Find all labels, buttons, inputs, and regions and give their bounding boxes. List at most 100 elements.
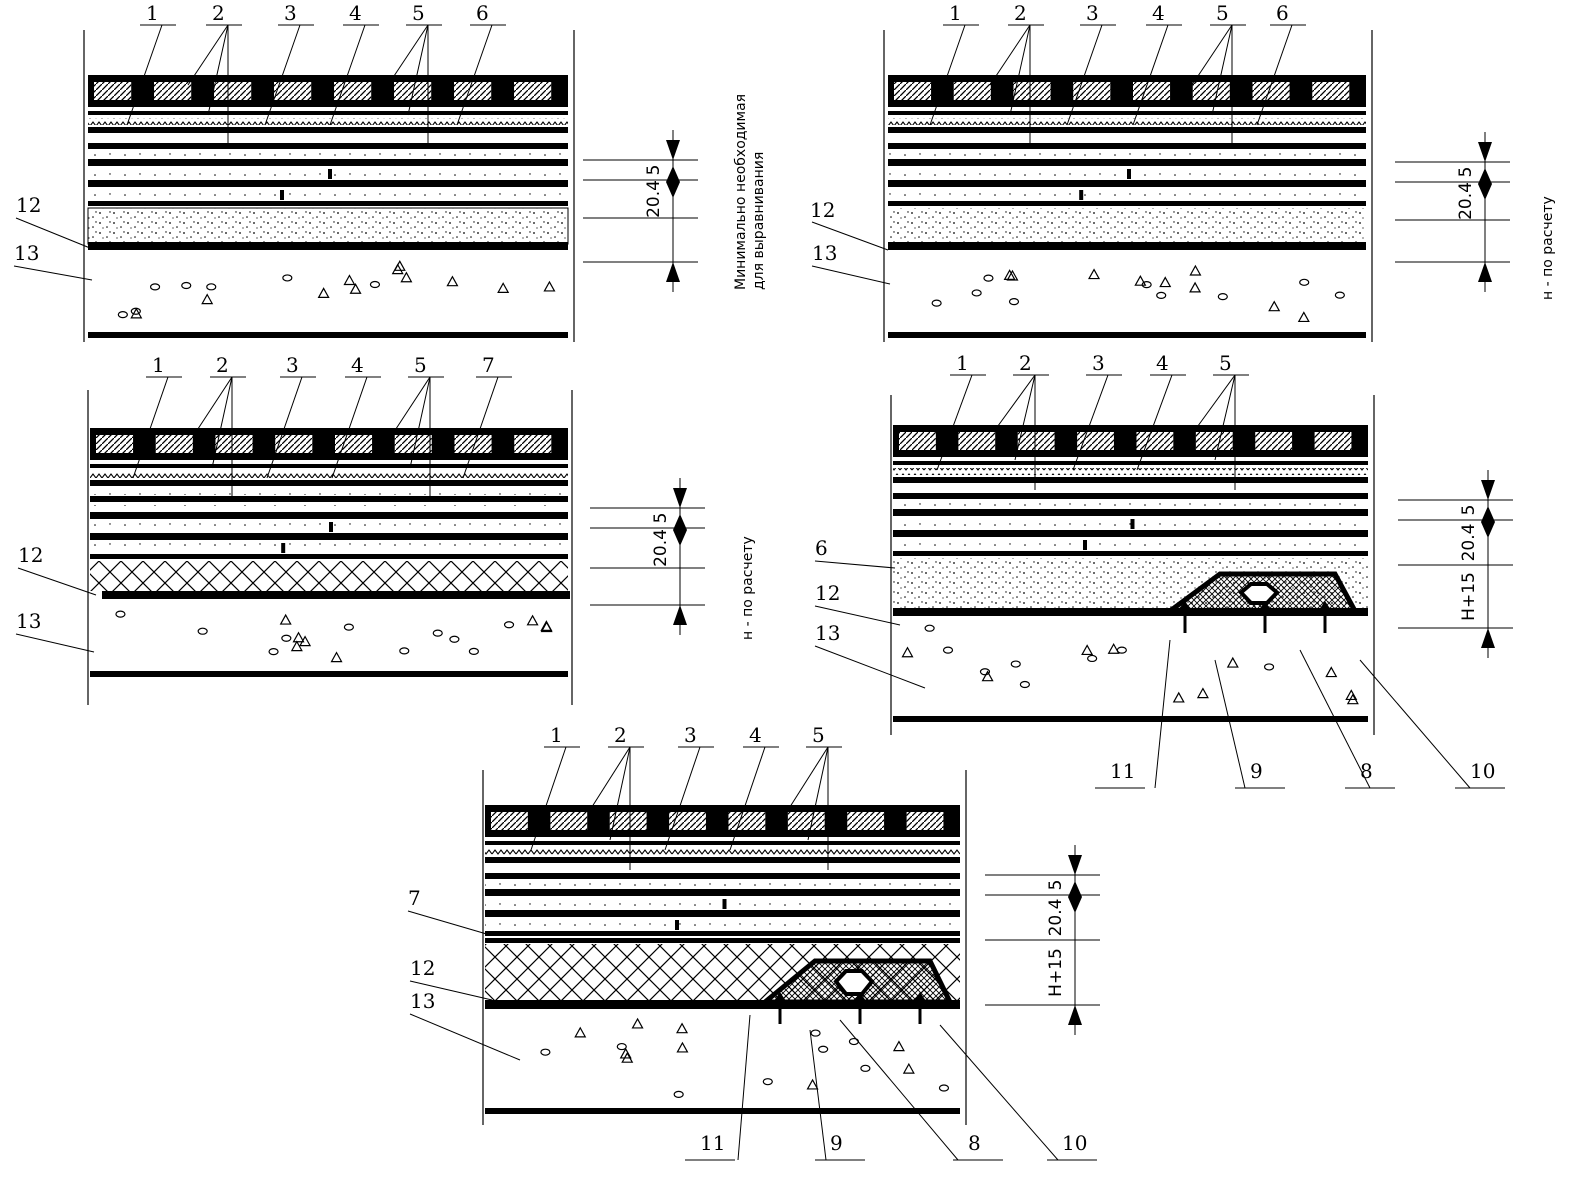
parquet-grain: [1073, 82, 1111, 100]
item-label-6: 6: [1276, 1, 1289, 25]
board-joint: [722, 899, 727, 909]
leader-line: [1194, 374, 1236, 431]
anchor-head: [912, 992, 928, 1004]
leader-line: [839, 1019, 959, 1161]
aggregate-stone: [806, 1078, 819, 1090]
mastic-layer: [888, 111, 1366, 115]
leader-line: [1066, 24, 1103, 126]
item-label-4: 4: [1156, 351, 1169, 375]
dimension-note: н - по расчету: [1540, 196, 1556, 300]
underlay-layer: [485, 866, 960, 872]
item-label-13: 13: [410, 989, 435, 1013]
mastic-layer: [90, 480, 568, 486]
leader-line: [609, 746, 631, 841]
leader-line: [387, 24, 429, 86]
dimension-label: 20.4: [644, 180, 664, 218]
aggregate-pebble: [938, 1084, 950, 1092]
item-label-3: 3: [1092, 351, 1105, 375]
soundproof-layer: [893, 468, 1368, 475]
aggregate-pebble: [206, 283, 217, 291]
leader-line: [1014, 374, 1036, 461]
item-label-3: 3: [684, 723, 697, 747]
mastic-layer: [485, 857, 960, 863]
dimension-label: 20.4: [1456, 182, 1476, 220]
leader-line: [1191, 24, 1233, 86]
parquet-grain: [550, 812, 588, 830]
dimension-label: 5: [1046, 880, 1066, 891]
board-layer: [893, 509, 1368, 516]
item-label-13: 13: [16, 609, 41, 633]
parquet-grain: [1255, 432, 1293, 450]
aggregate-stone: [621, 1051, 634, 1063]
mastic-layer: [893, 461, 1368, 465]
leader-line: [729, 746, 766, 851]
aggregate-pebble: [1010, 660, 1021, 668]
parquet-grain: [787, 812, 825, 830]
parquet-grain: [1312, 82, 1350, 100]
leader-line: [13, 265, 93, 281]
leader-line: [126, 24, 163, 126]
aggregate-stone: [1088, 268, 1101, 280]
dimension-label: 20.4: [1046, 899, 1066, 937]
item-label-1: 1: [949, 1, 962, 25]
board-layer: [893, 551, 1368, 556]
leader-line: [329, 24, 366, 126]
item-label-12: 12: [810, 198, 835, 222]
mastic-layer: [888, 127, 1366, 133]
item-label-12: 12: [815, 581, 840, 605]
aggregate-pebble: [115, 610, 126, 618]
leader-line: [1214, 659, 1246, 789]
mastic-layer: [888, 143, 1366, 149]
aggregate-stone: [676, 1022, 689, 1034]
board-layer: [893, 540, 1368, 548]
parquet-grain: [1314, 432, 1352, 450]
aggregate-stone: [1159, 276, 1172, 288]
aggregate-stone: [892, 1040, 905, 1052]
parquet-grain: [214, 82, 252, 100]
mastic-layer: [88, 127, 568, 133]
aggregate-pebble: [1263, 663, 1275, 671]
board-joint: [281, 543, 286, 553]
leader-line: [187, 24, 229, 86]
dimension-arrow: [1481, 628, 1495, 648]
parquet-grain: [96, 435, 134, 453]
aggregate-pebble: [503, 621, 515, 629]
board-layer: [888, 180, 1366, 187]
aggregate-pebble: [268, 648, 279, 656]
note-line: н - по расчету: [740, 536, 756, 640]
anchor-head: [1257, 601, 1273, 613]
slab-bottom: [485, 1108, 960, 1114]
aggregate-stone: [902, 1062, 915, 1074]
aggregate-stone: [981, 670, 994, 682]
anchor-head: [1317, 601, 1333, 613]
item-label-1: 1: [956, 351, 969, 375]
aggregate-stone: [1325, 666, 1338, 678]
leader-line: [462, 376, 499, 479]
aggregate-stone: [1189, 264, 1202, 276]
aggregate-pebble: [1116, 646, 1127, 654]
mastic-layer: [90, 464, 568, 468]
leader-line: [266, 376, 303, 479]
dimension-arrow: [666, 140, 680, 160]
mastic-layer: [88, 111, 568, 115]
underlay-layer: [893, 502, 1368, 508]
insulation-hatch: [90, 561, 568, 591]
underlay-layer: [88, 136, 568, 142]
parquet-grain: [491, 812, 528, 830]
soundproof-layer: [90, 471, 568, 478]
parquet-grain: [454, 82, 492, 100]
dimension-arrow: [1478, 142, 1492, 162]
aggregate-pebble: [616, 1042, 627, 1051]
dimension-arrow: [1481, 506, 1495, 538]
aggregate-stone: [1006, 269, 1019, 281]
board-layer: [888, 190, 1366, 198]
aggregate-stone: [1196, 687, 1209, 699]
parquet-grain: [155, 435, 193, 453]
dimension-label: 20.4: [1459, 524, 1479, 562]
leader-line: [1136, 374, 1173, 471]
aggregate-stone: [1189, 281, 1202, 293]
slab-bottom: [90, 671, 568, 677]
parquet-grain: [906, 812, 944, 830]
leader-line: [589, 746, 631, 811]
